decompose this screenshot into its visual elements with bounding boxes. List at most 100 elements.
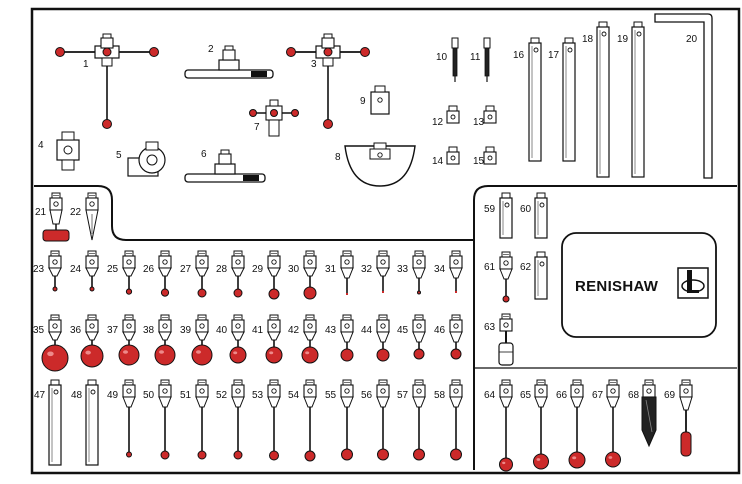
stylus-37: 37 — [107, 314, 140, 366]
stylus-32: 32 — [361, 250, 390, 293]
adapter-15: 15 — [473, 146, 497, 167]
bowl-8: 8 — [335, 142, 416, 187]
stylus-57: 57 — [397, 379, 426, 461]
item-number-label: 18 — [582, 34, 594, 45]
stylus-34: 34 — [434, 250, 463, 293]
disc-stylus-21: 21 — [35, 192, 70, 242]
item-number-label: 65 — [520, 390, 532, 401]
stylus-61: 61 — [484, 251, 513, 303]
stylus-26: 26 — [143, 250, 172, 297]
extension-47: 47 — [34, 379, 62, 466]
item-number-label: 32 — [361, 264, 373, 275]
item-number-label: 39 — [180, 325, 192, 336]
stylus-67: 67 — [592, 379, 621, 468]
stylus-50: 50 — [143, 379, 172, 460]
stylus-56: 56 — [361, 379, 390, 461]
tray-partition-left — [34, 185, 475, 470]
item-number-label: 26 — [143, 264, 155, 275]
adapter-13: 13 — [473, 105, 497, 128]
stylus-44: 44 — [361, 314, 390, 362]
item-number-label: 41 — [252, 325, 264, 336]
item-number-label: 6 — [201, 149, 207, 160]
item-number-label: 61 — [484, 262, 496, 273]
extension-bar-2: 2 — [184, 44, 274, 79]
item-number-label: 8 — [335, 152, 341, 163]
item-number-label: 28 — [216, 264, 228, 275]
adapter-14: 14 — [432, 146, 460, 167]
dark-point-stylus-68: 68 — [628, 379, 657, 448]
extension-59: 59 — [484, 192, 513, 239]
star-stylus-1: 1 — [55, 33, 159, 129]
item-number-label: 58 — [434, 390, 446, 401]
item-number-label: 30 — [288, 264, 300, 275]
item-number-label: 67 — [592, 390, 604, 401]
knuckle-4: 4 — [38, 131, 80, 171]
item-number-label: 27 — [180, 264, 192, 275]
stylus-51: 51 — [180, 379, 209, 460]
item-number-label: 20 — [686, 34, 698, 45]
small-star-7: 7 — [249, 99, 299, 137]
item-number-label: 19 — [617, 34, 629, 45]
item-number-label: 14 — [432, 156, 444, 167]
item-number-label: 9 — [360, 96, 366, 107]
stylus-40: 40 — [216, 314, 247, 364]
item-number-label: 47 — [34, 390, 46, 401]
star-stylus-3: 3 — [286, 33, 370, 129]
item-number-label: 22 — [70, 207, 82, 218]
stylus-42: 42 — [288, 314, 319, 364]
item-number-label: 10 — [436, 52, 448, 63]
item-number-label: 62 — [520, 262, 532, 273]
item-number-label: 11 — [470, 52, 481, 63]
point-stylus-22: 22 — [70, 192, 99, 241]
extension-16: 16 — [513, 37, 542, 162]
stylus-46: 46 — [434, 314, 463, 360]
item-number-label: 48 — [71, 390, 83, 401]
stylus-45: 45 — [397, 314, 426, 360]
item-number-label: 15 — [473, 156, 485, 167]
pin-tool-11: 11 — [470, 37, 491, 82]
stylus-53: 53 — [252, 379, 281, 461]
item-number-label: 1 — [83, 59, 89, 70]
stylus-27: 27 — [180, 250, 209, 298]
stylus-41: 41 — [252, 314, 283, 364]
item-number-label: 69 — [664, 390, 676, 401]
item-number-label: 24 — [70, 264, 82, 275]
item-number-label: 13 — [473, 117, 485, 128]
stylus-38: 38 — [143, 314, 176, 366]
stylus-28: 28 — [216, 250, 245, 298]
stylus-43: 43 — [325, 314, 354, 362]
hex-key-20: 20 — [654, 13, 713, 179]
item-number-label: 63 — [484, 322, 496, 333]
stylus-54: 54 — [288, 379, 317, 462]
item-number-label: 34 — [434, 264, 446, 275]
item-number-label: 21 — [35, 207, 47, 218]
item-number-label: 31 — [325, 264, 337, 275]
stylus-65: 65 — [520, 379, 549, 470]
item-number-label: 50 — [143, 390, 155, 401]
item-number-label: 42 — [288, 325, 300, 336]
item-number-label: 33 — [397, 264, 409, 275]
item-number-label: 52 — [216, 390, 228, 401]
stylus-23: 23 — [33, 250, 62, 292]
item-number-label: 60 — [520, 204, 532, 215]
item-number-label: 37 — [107, 325, 119, 336]
stylus-64: 64 — [484, 379, 513, 472]
item-number-label: 38 — [143, 325, 155, 336]
item-number-label: 25 — [107, 264, 119, 275]
item-number-label: 44 — [361, 325, 373, 336]
item-number-label: 3 — [311, 59, 317, 70]
item-number-label: 66 — [556, 390, 568, 401]
item-number-label: 17 — [548, 50, 560, 61]
extension-18: 18 — [582, 21, 610, 178]
adapter-12: 12 — [432, 105, 460, 128]
item-number-label: 7 — [254, 122, 260, 133]
item-number-label: 68 — [628, 390, 640, 401]
item-number-label: 45 — [397, 325, 409, 336]
item-number-label: 4 — [38, 140, 44, 151]
item-number-label: 59 — [484, 204, 496, 215]
cylinder-stylus-63: 63 — [484, 313, 514, 366]
item-number-label: 43 — [325, 325, 337, 336]
stylus-66: 66 — [556, 379, 586, 469]
stylus-55: 55 — [325, 379, 354, 461]
